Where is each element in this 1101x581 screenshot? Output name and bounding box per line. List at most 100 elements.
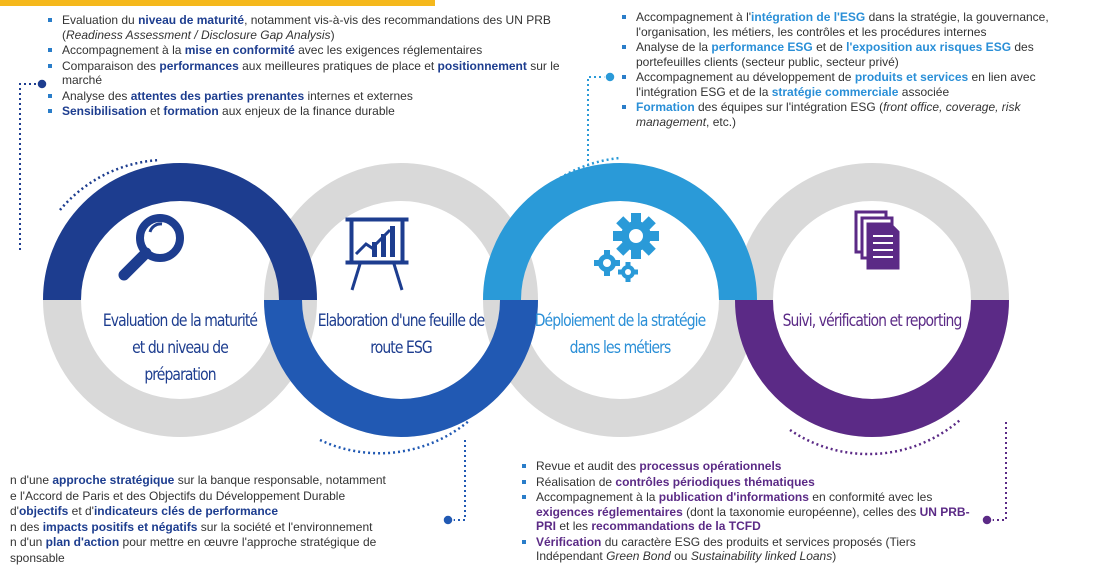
bullet-item: Evaluation du niveau de maturité, notamm… (40, 13, 560, 42)
step-label-line: route ESG (370, 338, 433, 358)
bullet-item: e l'Accord de Paris et des Objectifs du … (0, 489, 448, 504)
bullet-text: recommandations de la TCFD (591, 519, 761, 533)
bullet-text: contrôles périodiques thématiques (615, 474, 815, 489)
bullet-text: d' (10, 504, 19, 518)
step-label-line: et du niveau de (132, 338, 229, 358)
bullet-text: en conformité avec les (808, 490, 933, 504)
bullet-text: (dont la taxonomie européenne), celles d… (682, 504, 920, 519)
bullet-text: formation (163, 104, 219, 118)
bullet-item: Vérification du caractère ESG des produi… (514, 535, 984, 564)
bullet-list: Evaluation du niveau de maturité, notamm… (40, 13, 560, 119)
step-label-maturity: Evaluation de la maturité et du niveau de… (65, 308, 295, 389)
bullet-text: dans la stratégie, la gouvernance, l'org… (636, 10, 1049, 39)
ring-arc-3 (483, 163, 757, 301)
bullet-text: n d'une (10, 473, 53, 487)
bullet-text: processus opérationnels (639, 459, 782, 473)
bullet-text: Green Bond (606, 549, 671, 563)
bullet-item: d'objectifs et d'indicateurs clés de per… (0, 504, 448, 519)
panel-roadmap-services: n d'une approche stratégique sur la banq… (0, 473, 448, 566)
bullet-text: et les (556, 519, 592, 533)
bullet-text: impacts positifs et négatifs (42, 519, 198, 534)
step-label-line: Evaluation de la maturité (102, 311, 258, 331)
bullet-text: exigences réglementaires (536, 504, 683, 519)
documents-icon (854, 210, 900, 270)
bullet-text: positionnement (437, 58, 527, 73)
bullet-text: Evaluation du (62, 13, 139, 27)
bullet-text: avec les exigences réglementaires (294, 43, 483, 57)
bullet-text: , notamment vis-à-vis des recommandation… (62, 13, 551, 42)
connector-dot-4 (981, 514, 993, 526)
bullet-text: UN PRB-PRI (536, 504, 970, 534)
presentation-chart-icon (345, 217, 409, 291)
step-label-line: préparation (144, 365, 216, 385)
bullet-text: front office, coverage, risk management (636, 100, 1021, 129)
bullet-text: pour mettre en œuvre l'approche stratégi… (119, 535, 377, 549)
bullet-text: Sustainability linked Loans (690, 549, 833, 563)
bullet-text: sur la société et l'environnement (197, 519, 373, 534)
bullet-text: Analyse de la (636, 40, 712, 54)
bullet-text: Sensibilisation (62, 104, 147, 118)
bullet-item: n d'un plan d'action pour mettre en œuvr… (0, 535, 448, 550)
bullet-text: Revue et audit des (536, 459, 640, 473)
bullet-text: plan d'action (45, 535, 120, 549)
bullet-text: aux meilleures pratiques de place et (238, 58, 438, 73)
bullet-text: , etc.) (706, 114, 737, 129)
bullet-text: n des (10, 519, 43, 534)
bullet-text: et d' (68, 504, 94, 518)
step-label-line: Déploiement de la stratégie (534, 311, 707, 331)
bullet-text: et de (812, 40, 847, 54)
bullet-text: Comparaison des (62, 58, 160, 73)
bullet-list: n d'une approche stratégique sur la banq… (0, 473, 448, 565)
bullet-text: objectifs (18, 504, 69, 518)
bullet-text: et (146, 104, 164, 118)
step-label-deployment: Déploiement de la stratégie dans les méti… (505, 308, 735, 362)
bullet-text: n d'un (10, 535, 46, 549)
bullet-text: ) (330, 27, 335, 42)
bullet-list: Revue et audit des processus opérationne… (514, 459, 984, 564)
bullet-item: Analyse de la performance ESG et de l'ex… (614, 40, 1094, 69)
bullet-item: Réalisation de contrôles périodiques thé… (514, 475, 984, 490)
bullet-text: en lien avec l'intégration ESG et de la (636, 70, 1036, 99)
step-label-line: Elaboration d'une feuille de (317, 311, 485, 331)
bullet-text: Accompagnement à l' (636, 10, 752, 24)
step-label-reporting: Suivi, vérification et reporting (757, 308, 987, 335)
step-label-line: dans les métiers (569, 338, 672, 358)
bullet-text: sur le marché (62, 58, 560, 88)
bullet-item: n des impacts positifs et négatifs sur l… (0, 520, 448, 535)
bullet-item: Accompagnement à l'intégration de l'ESG … (614, 10, 1094, 39)
bullet-text: Analyse des (62, 88, 131, 103)
bullet-item: Accompagnement à la mise en conformité a… (40, 43, 560, 58)
connector-dot-1 (36, 78, 48, 90)
bullet-text: indicateurs clés de performance (93, 504, 279, 518)
bullet-text: l'exposition aux risques ESG (846, 40, 1012, 54)
bullet-item: Accompagnement à la publication d'inform… (514, 490, 984, 534)
bullet-item: sponsable (0, 551, 448, 566)
bullet-text: internes et externes (304, 88, 413, 103)
ring-arc-1 (43, 163, 317, 301)
yellow-header-bar (0, 0, 435, 6)
bullet-item: Sensibilisation et formation aux enjeux … (40, 104, 560, 119)
bullet-item: Accompagnement au développement de produ… (614, 70, 1094, 99)
bullet-list: Accompagnement à l'intégration de l'ESG … (614, 10, 1094, 129)
bullet-text: e l'Accord de Paris et des Objectifs du … (10, 488, 346, 503)
bullet-text: des portefeuilles clients (secteur publi… (636, 40, 1034, 69)
bullet-text: niveau de maturité (138, 13, 245, 27)
bullet-text: sur la banque responsable, notamment (174, 473, 386, 487)
panel-deployment-services: Accompagnement à l'intégration de l'ESG … (614, 10, 1094, 130)
bullet-text: attentes des parties prenantes (130, 88, 305, 103)
bullet-text: aux enjeux de la finance durable (218, 104, 395, 118)
bullet-text: stratégie commerciale (771, 84, 899, 99)
bullet-text: Accompagnement au développement de (636, 70, 855, 84)
bullet-item: Formation des équipes sur l'intégration … (614, 100, 1094, 129)
bullet-text: performances (159, 58, 239, 73)
panel-maturity-services: Evaluation du niveau de maturité, notamm… (40, 13, 560, 120)
bullet-item: Revue et audit des processus opérationne… (514, 459, 984, 474)
connector-dot-2 (442, 514, 454, 526)
gears-icon (594, 213, 659, 282)
bullet-text: ou (670, 549, 691, 563)
bullet-text: Readiness Assessment / Disclosure Gap An… (66, 27, 331, 42)
panel-reporting-services: Revue et audit des processus opérationne… (514, 459, 984, 565)
step-label-roadmap: Elaboration d'une feuille de route ESG (286, 308, 516, 362)
connector-dot-3 (604, 71, 616, 83)
